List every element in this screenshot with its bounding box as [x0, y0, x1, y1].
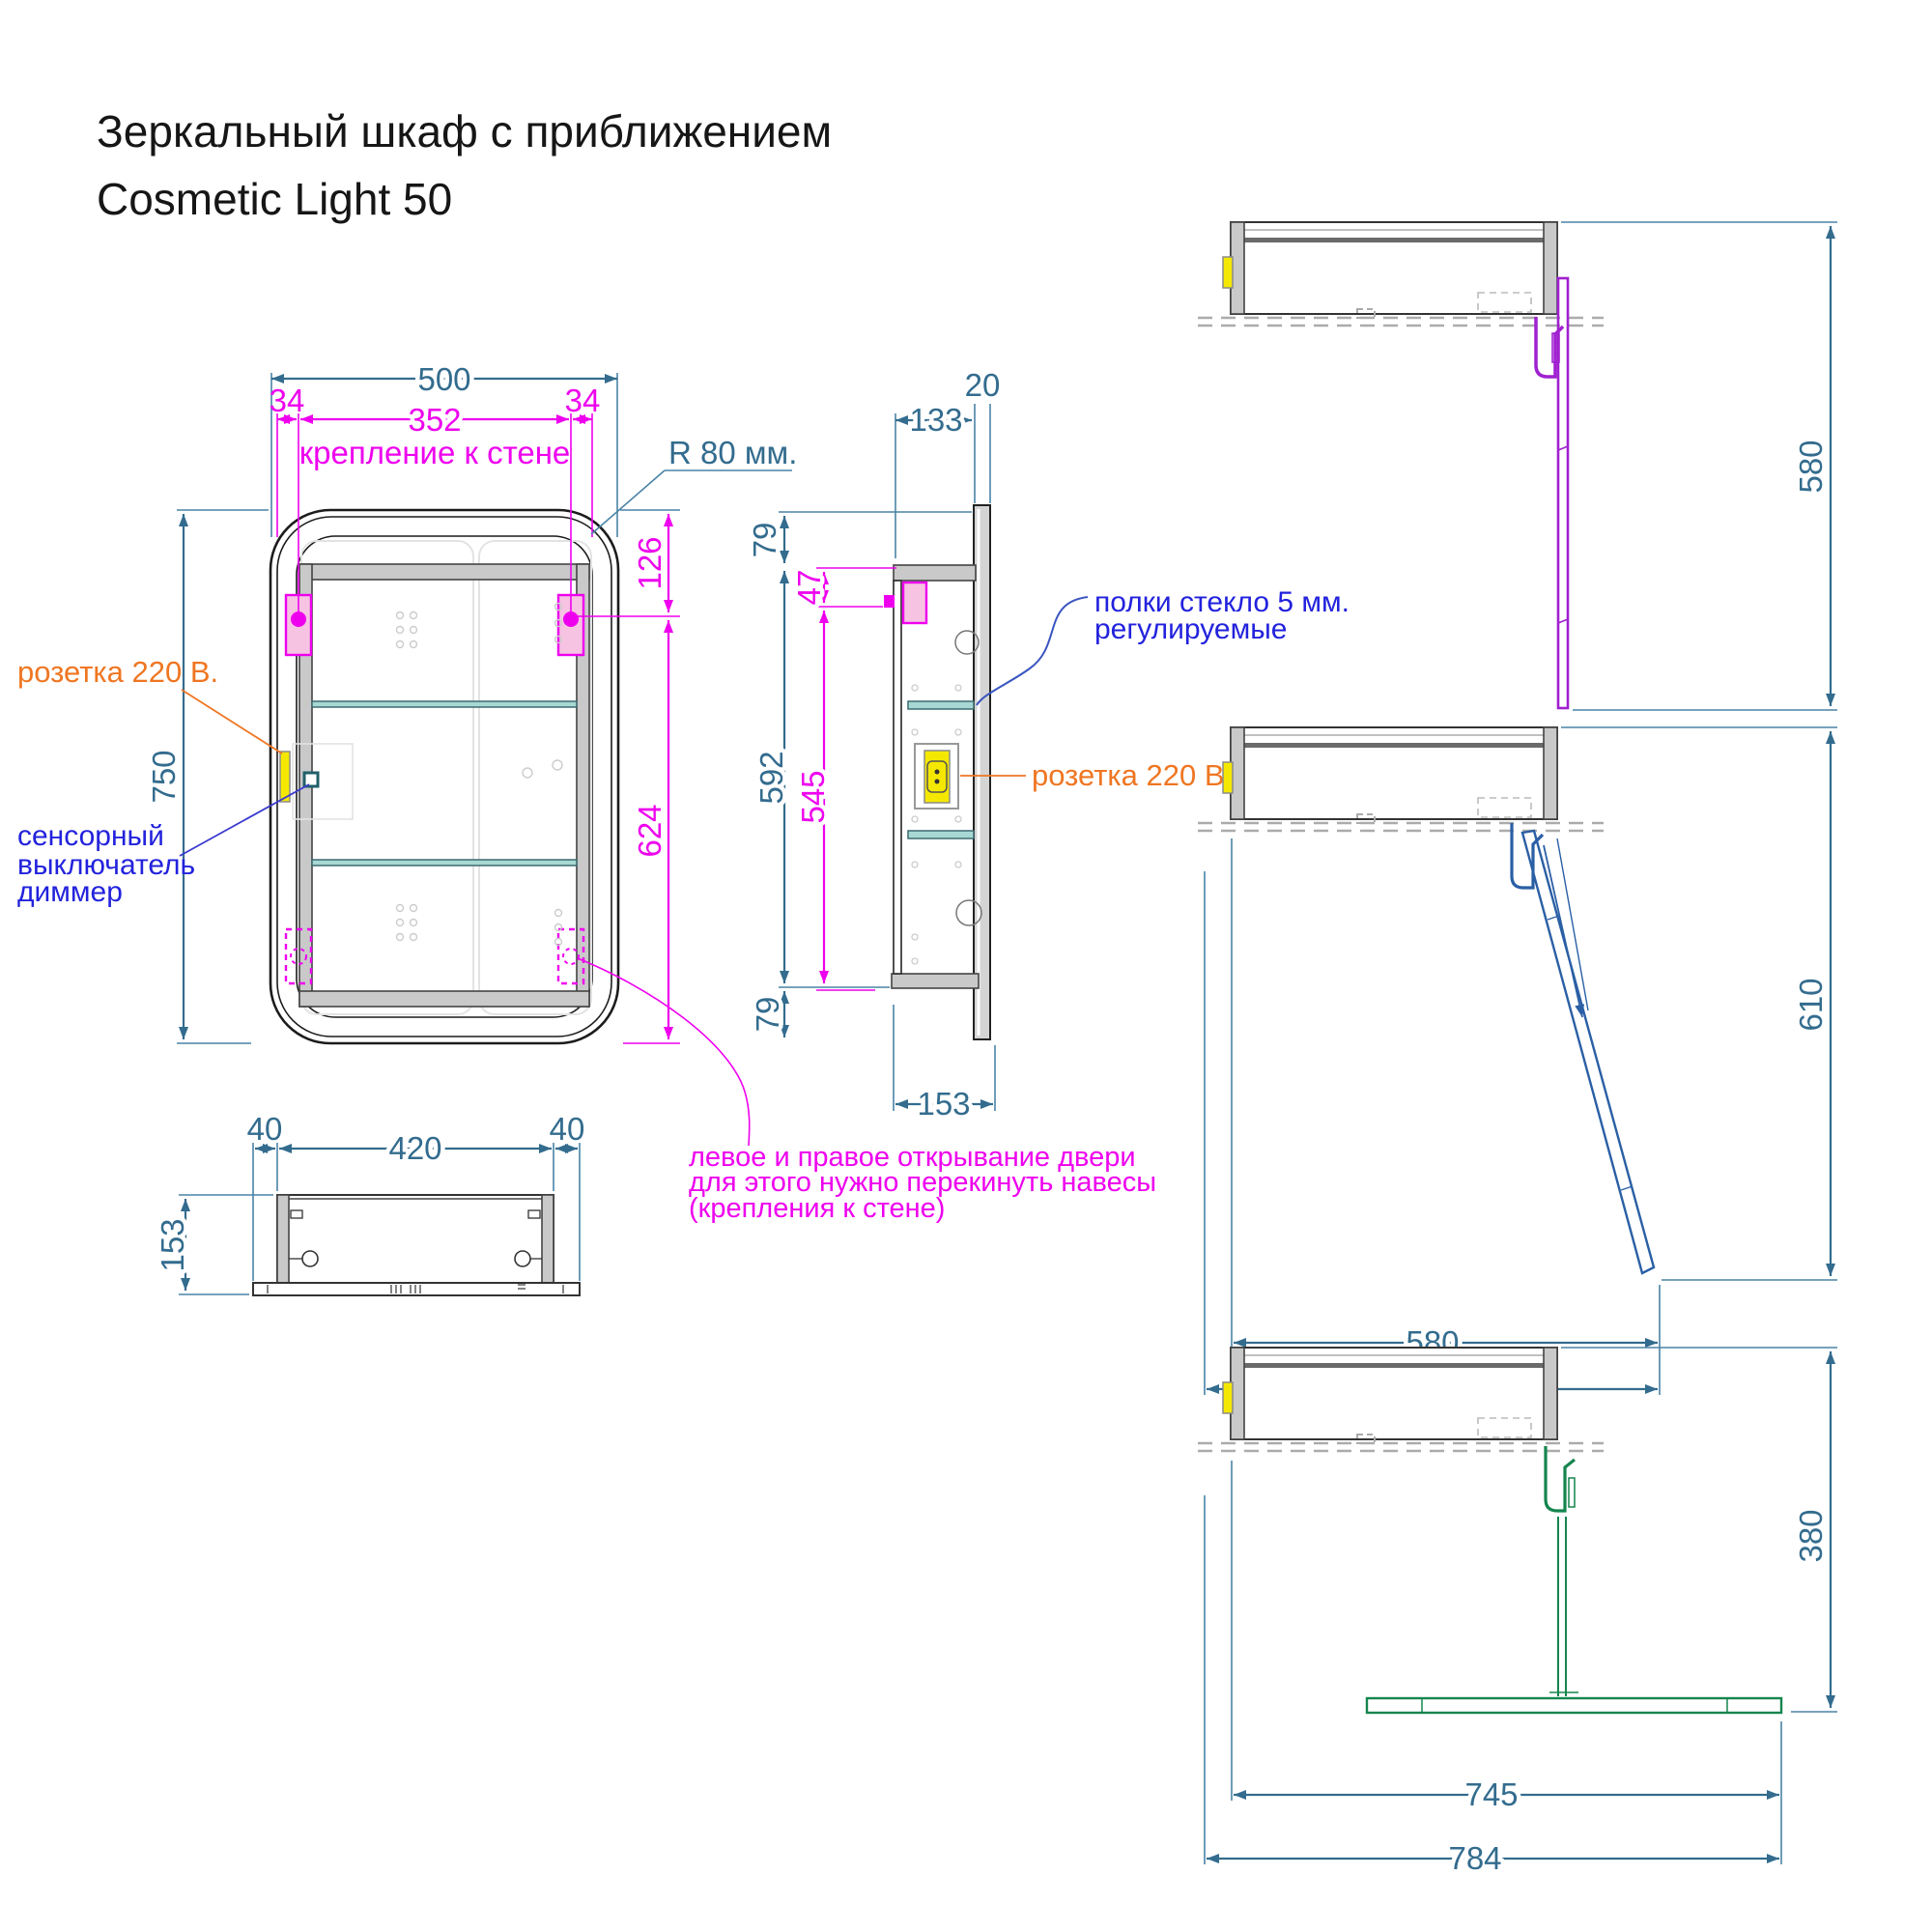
cable-holes	[954, 630, 982, 926]
bottom-dimensions: 40 420 40 153	[151, 1111, 585, 1295]
dim-bracket-offset: 47	[791, 570, 827, 606]
socket-220v-front	[279, 751, 291, 803]
vent-slots	[267, 1284, 564, 1293]
dim-bottom-depth: 153	[155, 1218, 190, 1271]
dim-body-depth: 153	[917, 1086, 970, 1122]
dim-top-gap: 79	[747, 523, 782, 558]
front-view: 500 34 352 34 крепление к стене 750 126 …	[17, 357, 797, 1147]
door-open-90	[1534, 276, 1570, 710]
led-strip	[276, 516, 612, 1037]
dim-mount-span: 352	[408, 402, 461, 438]
open-angled-dimensions: 610 580 620	[1204, 726, 1837, 1411]
dim-flat-reach-total: 784	[1448, 1840, 1501, 1876]
open-view-angled: 610 580 620	[1196, 725, 1837, 1411]
shelf-leader-line	[976, 596, 1089, 706]
dim-angled-height: 610	[1793, 978, 1829, 1031]
dim-front-width: 500	[417, 361, 470, 397]
dim-hinge-span: 624	[632, 804, 668, 857]
door-open-angled	[1510, 823, 1656, 1275]
label-sensor-3: диммер	[17, 876, 123, 908]
note-line-2: для этого нужно перекинуть навесы	[689, 1167, 1156, 1198]
wall-bracket-top-right	[556, 593, 585, 657]
open-90-dimensions: 580	[1561, 221, 1837, 711]
dim-mirror-thickness: 20	[965, 367, 1001, 403]
dim-flat-height: 380	[1793, 1509, 1829, 1562]
page-subtitle: Cosmetic Light 50	[97, 174, 452, 224]
dim-side-depth: 133	[909, 402, 962, 438]
carcass-bottom	[891, 973, 980, 989]
sensor-leader-line	[179, 783, 310, 857]
glass-shelf	[311, 859, 578, 867]
side-wall-left	[276, 1194, 290, 1284]
dim-mount-offset-right: 34	[565, 383, 601, 418]
label-sensor-1: сенсорный	[17, 820, 164, 852]
label-sensor-2: выключатель	[17, 849, 195, 881]
wall-bracket-side	[901, 581, 928, 625]
glass-shelf-side	[907, 830, 975, 839]
mount-hole	[301, 1250, 319, 1267]
socket-leader-line	[181, 689, 283, 754]
dim-hinge-top-offset: 126	[632, 536, 668, 589]
glass-shelf	[311, 700, 578, 708]
touch-sensor-switch	[302, 771, 320, 788]
dim-bottom-left: 40	[247, 1111, 283, 1147]
label-shelf-1: полки стекло 5 мм.	[1094, 586, 1350, 618]
door-open-flat	[1365, 1446, 1783, 1715]
door-note-leader	[577, 957, 751, 1147]
bracket-hook	[884, 595, 895, 608]
carcass-top	[893, 564, 977, 582]
open-view-flat: 380 745 784	[1196, 1346, 1837, 1881]
mirror-door-panel	[973, 504, 991, 1040]
note-line-3: (крепления к стене)	[689, 1193, 945, 1224]
open-flat-dimensions: 380 745 784	[1204, 1347, 1837, 1881]
dim-flat-reach: 745	[1464, 1776, 1518, 1812]
title-block: Зеркальный шкаф с приближением Cosmetic …	[97, 106, 832, 224]
door-swap-note: левое и правое открывание двери для этог…	[689, 1142, 1156, 1224]
dim-body-height: 592	[753, 751, 789, 804]
dim-bottom-width: 420	[388, 1130, 441, 1166]
open-view-90: 580	[1196, 220, 1837, 711]
side-view: 20 133 79 47 592 545 79 153 полки стекло…	[743, 367, 1350, 1126]
dim-bottom-right: 40	[550, 1111, 585, 1147]
bottom-plate	[252, 1282, 581, 1296]
mirror-door-face	[296, 535, 593, 1018]
side-dimensions: 20 133 79 47 592 545 79 153	[743, 367, 1001, 1126]
socket-220v-side	[914, 743, 959, 810]
dim-bottom-gap: 79	[750, 997, 785, 1033]
body-outline	[276, 1194, 554, 1284]
dim-open90-height: 580	[1793, 440, 1829, 493]
dim-socket-height: 545	[795, 770, 831, 823]
glass-shelf-side	[907, 700, 975, 710]
bottom-view: 40 420 40 153	[151, 1111, 585, 1296]
dim-mount-offset-left: 34	[270, 383, 305, 418]
wall-bracket-alt-right	[556, 927, 585, 985]
dim-corner-radius: R 80 мм.	[668, 435, 797, 470]
front-dimensions: 500 34 352 34 крепление к стене 750 126 …	[142, 357, 797, 1044]
pin-holes-side	[911, 684, 962, 965]
page-title: Зеркальный шкаф с приближением	[97, 106, 832, 156]
label-shelf-2: регулируемые	[1094, 613, 1287, 645]
wall-bracket-alt-left	[284, 927, 313, 985]
sensor-fitting-ghost	[292, 743, 354, 820]
label-socket-side: розетка 220 В.	[1032, 758, 1233, 792]
cabinet-outer-contour	[269, 508, 620, 1045]
door-left-outline	[300, 540, 474, 1015]
shelf-pin-holes	[395, 602, 563, 947]
side-wall-right	[541, 1194, 554, 1284]
label-mount-note: крепление к стене	[299, 435, 571, 470]
door-right-outline	[478, 540, 592, 1015]
mount-hole	[514, 1250, 531, 1267]
label-socket-front: розетка 220 В.	[17, 655, 218, 689]
note-line-1: левое и правое открывание двери	[689, 1142, 1136, 1173]
carcass-frame	[298, 563, 590, 1008]
dim-front-height: 750	[146, 750, 182, 803]
carcass-back	[893, 580, 902, 975]
